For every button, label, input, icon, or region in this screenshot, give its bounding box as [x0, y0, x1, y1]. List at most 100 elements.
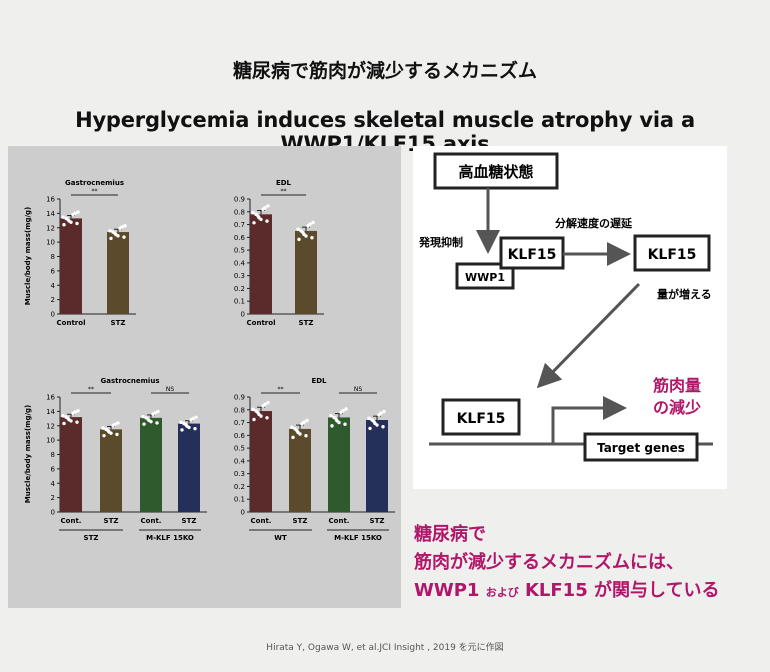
y-tick-label: 0.6 [234, 432, 246, 440]
data-point [193, 426, 197, 431]
y-tick-label: 0.5 [234, 247, 245, 255]
data-point [308, 222, 312, 226]
data-point [76, 210, 80, 214]
data-point [67, 219, 71, 223]
y-tick-label: 4 [51, 480, 56, 488]
chart-title: Gastrocnemius [65, 179, 124, 187]
transcription-arrow [551, 396, 627, 444]
data-point [73, 211, 77, 216]
bar [60, 218, 82, 314]
data-point [104, 427, 108, 432]
significance-label: ** [92, 188, 98, 195]
data-point [266, 204, 270, 208]
data-point [113, 422, 117, 426]
data-point [290, 425, 294, 429]
y-tick-label: 0.1 [234, 496, 245, 504]
bar [366, 420, 388, 512]
bar [289, 428, 311, 512]
chart-panel: Muscle/body mass(mg/g)Muscle/body mass(m… [8, 146, 401, 608]
muscle-loss-label-2: の減少 [653, 398, 701, 417]
x-tick-label: Cont. [251, 517, 272, 525]
hyperglycemia-box [433, 152, 559, 190]
bar [178, 423, 200, 512]
y-tick-label: 16 [46, 196, 55, 204]
bar [100, 429, 122, 512]
y-tick-label: 2 [51, 494, 55, 502]
data-point [305, 418, 309, 423]
x-tick-label: STZ [293, 517, 308, 525]
y-tick-label: 0.3 [234, 272, 245, 280]
data-point [191, 416, 195, 421]
data-point [147, 418, 151, 423]
y-tick-label: 14 [46, 408, 55, 416]
data-point [291, 435, 295, 440]
y-tick-label: 0 [51, 509, 55, 517]
citation: Hirata Y, Ogawa W, et al.JCI Insight , 2… [266, 643, 504, 653]
x-tick-label: Cont. [329, 517, 350, 525]
data-point [75, 420, 79, 424]
y-tick-label: 0 [241, 509, 245, 517]
y-tick-label: 0.4 [234, 259, 246, 267]
klf15-label-1: KLF15 [508, 247, 557, 263]
data-point [144, 416, 148, 420]
x-tick-label: STZ [104, 517, 119, 525]
y-tick-label: 10 [46, 437, 55, 445]
group-label: WT [274, 534, 287, 542]
data-point [73, 410, 77, 414]
data-point [76, 409, 80, 413]
data-point [304, 433, 308, 438]
klf15-box-3 [441, 398, 521, 436]
summary-line-2: 筋肉が減少するメカニズムには、 [414, 552, 684, 573]
bar [295, 230, 317, 314]
klf15-label-3: KLF15 [457, 411, 506, 427]
summary-text: 糖尿病で 筋肉が減少するメカニズムには、 WWP1 および KLF15 が関与し… [414, 521, 764, 607]
suppression-label: 発現抑制 [418, 235, 463, 249]
data-point [182, 421, 186, 426]
y-tick-label: 10 [46, 239, 55, 247]
data-point [114, 232, 118, 237]
y-tick-label: 8 [51, 253, 55, 261]
y-tick-label: 6 [51, 267, 56, 275]
y-tick-label: 0.8 [234, 406, 245, 414]
bar [60, 417, 82, 512]
significance-label: ** [88, 386, 94, 393]
data-point [296, 227, 300, 231]
target-genes-label: Target genes [597, 441, 685, 455]
target-genes-box [583, 432, 699, 462]
data-point [251, 407, 255, 412]
x-tick-label: Cont. [61, 517, 82, 525]
data-point [335, 419, 339, 423]
bar [250, 214, 272, 314]
y-tick-label: 4 [51, 282, 56, 290]
data-point [252, 417, 256, 422]
y-tick-label: 8 [51, 451, 55, 459]
data-point [381, 425, 385, 429]
data-point [61, 215, 65, 219]
data-point [310, 235, 314, 240]
data-point [370, 418, 374, 422]
data-point [101, 426, 105, 430]
data-point [297, 237, 301, 242]
y-tick-label: 16 [46, 394, 55, 402]
data-point [332, 415, 336, 420]
bar [107, 232, 129, 314]
y-tick-label: 0 [241, 311, 245, 319]
klf15-box-2 [633, 234, 711, 272]
data-point [62, 421, 66, 426]
data-point [194, 415, 198, 419]
significance-label: NS [354, 386, 362, 393]
data-point [302, 232, 306, 237]
x-tick-label: Control [247, 319, 276, 327]
page-title-ja: 糖尿病で筋肉が減少するメカニズム [232, 60, 537, 82]
data-point [379, 411, 383, 415]
y-tick-label: 0.8 [234, 208, 245, 216]
data-point [67, 417, 71, 422]
y-axis-label: Muscle/body mass(mg/g) [24, 207, 32, 305]
data-point [180, 428, 184, 432]
hyperglycemia-label: 高血糖状態 [458, 163, 533, 181]
x-tick-label: STZ [370, 517, 385, 525]
summary-klf15: KLF15 が関与している [518, 580, 720, 601]
y-tick-label: 0.6 [234, 234, 246, 242]
data-point [263, 205, 267, 210]
y-tick-label: 0.9 [234, 196, 245, 204]
